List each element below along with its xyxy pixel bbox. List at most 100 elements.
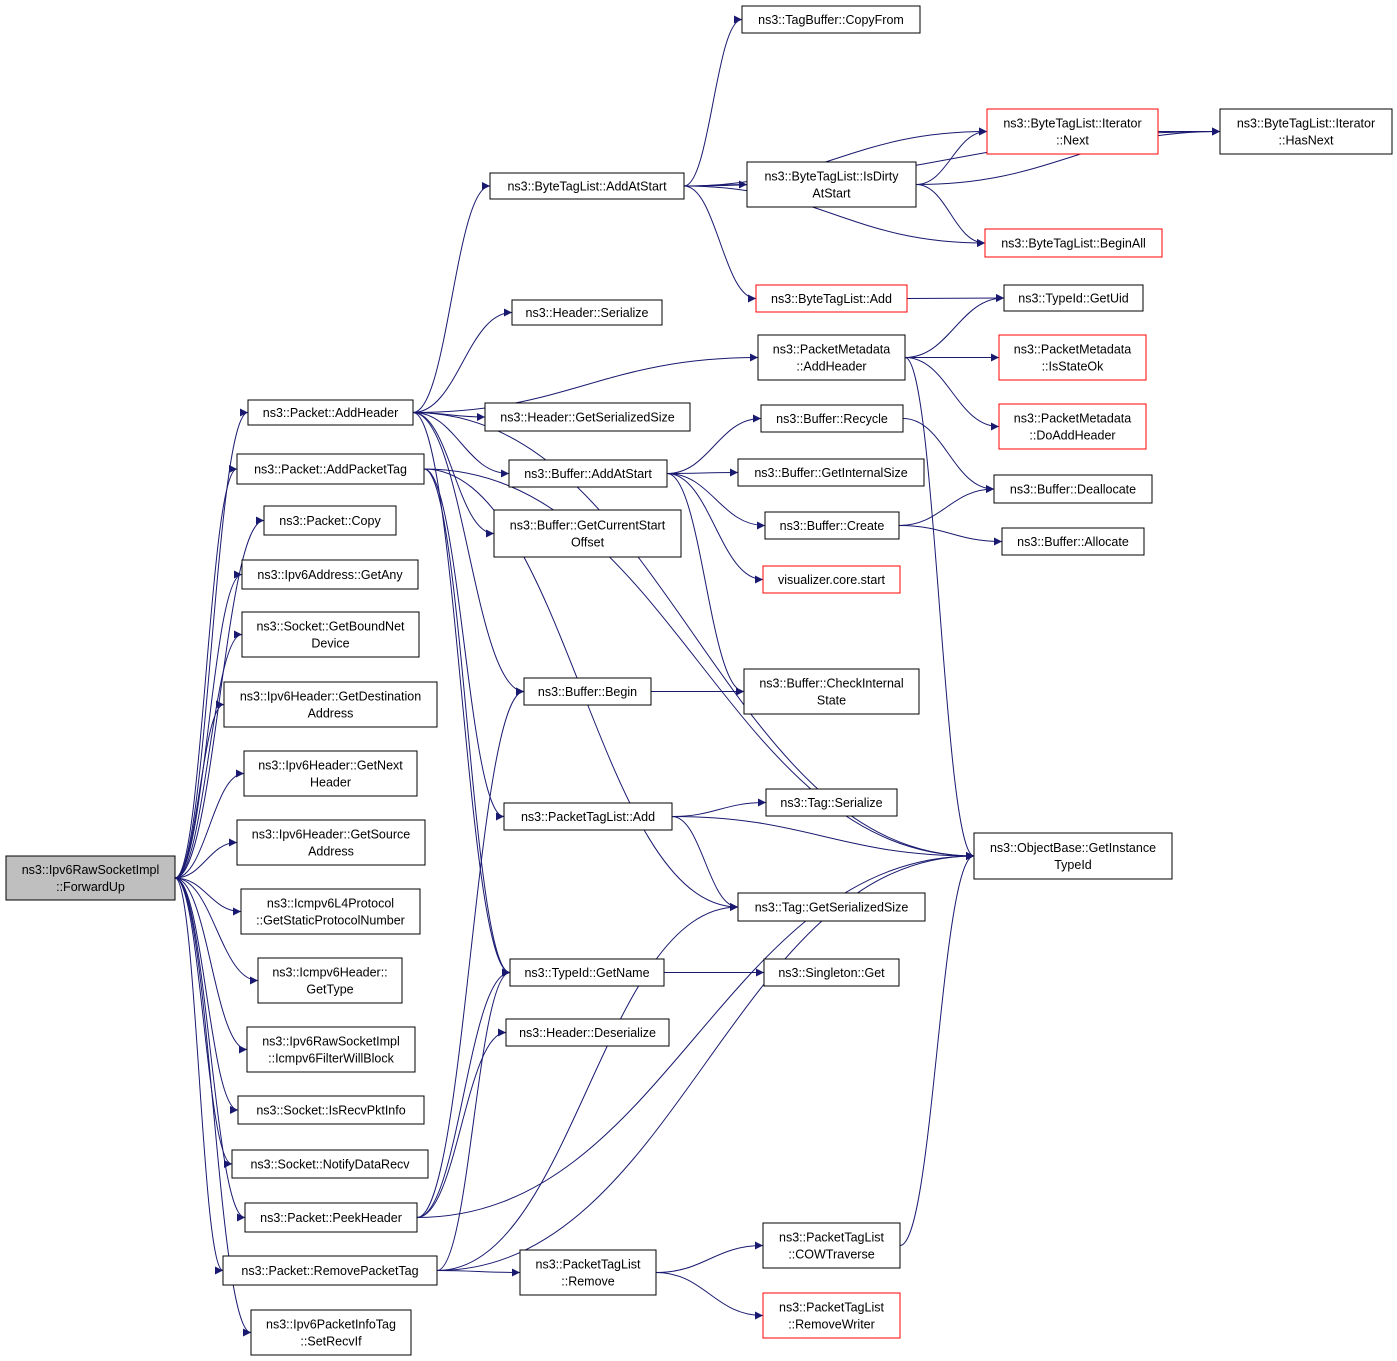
node-notify[interactable]: ns3::Socket::NotifyDataRecv [231, 1149, 429, 1179]
node-singleton_get[interactable]: ns3::Singleton::Get [763, 958, 900, 987]
node-buf_create-label-0: ns3::Buffer::Create [780, 519, 885, 533]
node-pm_isstateok[interactable]: ns3::PacketMetadata::IsStateOk [998, 334, 1147, 381]
edge-pm_addheader-to-ob_getinst [904, 357, 975, 860]
node-gettype[interactable]: ns3::Icmpv6Header::GetType [257, 957, 403, 1004]
node-buf_recycle[interactable]: ns3::Buffer::Recycle [760, 404, 904, 433]
edge-btl_addatstart-to-btl_it_next [683, 127, 988, 187]
node-btl_beginall[interactable]: ns3::ByteTagList::BeginAll [984, 228, 1163, 258]
node-buf_alloc-label-0: ns3::Buffer::Allocate [1017, 535, 1129, 549]
node-addpackettag[interactable]: ns3::Packet::AddPacketTag [236, 453, 425, 485]
node-tb_copyfrom[interactable]: ns3::TagBuffer::CopyFrom [741, 5, 921, 34]
node-ptl_removewriter-label-0: ns3::PacketTagList [779, 1301, 884, 1315]
edge-addheader-to-btl_addatstart [412, 182, 491, 413]
node-peekheader-label-0: ns3::Packet::PeekHeader [260, 1211, 402, 1225]
node-ptl_removewriter[interactable]: ns3::PacketTagList::RemoveWriter [762, 1292, 901, 1339]
node-hdr_getsersize-label-0: ns3::Header::GetSerializedSize [500, 411, 674, 425]
node-btl_isdirty-label-1: AtStart [812, 187, 851, 201]
node-ptl_cow[interactable]: ns3::PacketTagList::COWTraverse [762, 1222, 901, 1269]
node-peekheader[interactable]: ns3::Packet::PeekHeader [244, 1202, 418, 1233]
node-ptl_add[interactable]: ns3::PacketTagList::Add [503, 802, 673, 831]
node-typeid_getname[interactable]: ns3::TypeId::GetName [509, 958, 665, 987]
node-buf_begin[interactable]: ns3::Buffer::Begin [523, 677, 652, 706]
node-root[interactable]: ns3::Ipv6RawSocketImpl::ForwardUp [5, 855, 176, 901]
node-btl_it_hasnext[interactable]: ns3::ByteTagList::Iterator::HasNext [1219, 108, 1393, 155]
edge-ptl_remove-to-ptl_cow [655, 1241, 764, 1273]
node-typeid_getuid-label-0: ns3::TypeId::GetUid [1018, 292, 1129, 306]
edge-btl_isdirty-to-btl_it_hasnext [915, 127, 1221, 185]
node-buf_getinternal-label-0: ns3::Buffer::GetInternalSize [754, 466, 907, 480]
edge-btl_addatstart-to-btl_add [683, 185, 757, 303]
node-root-label-1: ::ForwardUp [56, 880, 125, 894]
node-buf_getinternal[interactable]: ns3::Buffer::GetInternalSize [737, 458, 925, 487]
edge-addheader-to-ob_getinst [412, 412, 975, 860]
edge-root-to-getdest [174, 700, 225, 879]
node-pm_doaddheader-label-0: ns3::PacketMetadata [1014, 412, 1131, 426]
node-buf_addatstart[interactable]: ns3::Buffer::AddAtStart [508, 459, 668, 488]
node-hdr_deserialize-label-0: ns3::Header::Deserialize [519, 1026, 656, 1040]
edge-root-to-getboundnet [174, 630, 243, 879]
edge-root-to-copy [174, 516, 265, 879]
node-typeid_getuid[interactable]: ns3::TypeId::GetUid [1003, 284, 1144, 312]
node-setrecvif[interactable]: ns3::Ipv6PacketInfoTag::SetRecvIf [250, 1309, 412, 1356]
edge-addpackettag-to-ob_getinst [423, 468, 975, 860]
node-getstatic-label-0: ns3::Icmpv6L4Protocol [267, 897, 394, 911]
node-viz_start[interactable]: visualizer.core.start [762, 565, 901, 594]
node-btl_add[interactable]: ns3::ByteTagList::Add [755, 284, 908, 313]
edge-addheader-to-buf_addatstart [412, 412, 510, 478]
edge-ptl_add-to-tag_serialize [671, 798, 767, 817]
node-copy[interactable]: ns3::Packet::Copy [263, 505, 397, 536]
node-icmpfilter[interactable]: ns3::Ipv6RawSocketImpl::Icmpv6FilterWill… [246, 1026, 416, 1073]
node-removepackettag[interactable]: ns3::Packet::RemovePacketTag [222, 1255, 438, 1286]
edge-buf_addatstart-to-buf_recycle [666, 414, 762, 474]
node-btl_it_next[interactable]: ns3::ByteTagList::Iterator::Next [986, 108, 1159, 155]
node-removepackettag-label-0: ns3::Packet::RemovePacketTag [241, 1264, 418, 1278]
node-ptl_add-label-0: ns3::PacketTagList::Add [521, 810, 655, 824]
node-pm_doaddheader[interactable]: ns3::PacketMetadata::DoAddHeader [998, 403, 1147, 450]
node-pm_addheader-label-1: ::AddHeader [796, 360, 866, 374]
node-getnext-label-0: ns3::Ipv6Header::GetNext [258, 759, 403, 773]
edge-removepackettag-to-ob_getinst [436, 852, 975, 1271]
node-getsource-label-1: Address [308, 845, 354, 859]
node-buf_dealloc[interactable]: ns3::Buffer::Deallocate [993, 474, 1153, 504]
node-btl_beginall-label-0: ns3::ByteTagList::BeginAll [1001, 237, 1146, 251]
edge-root-to-setrecvif [174, 877, 252, 1337]
node-getany-label-0: ns3::Ipv6Address::GetAny [257, 568, 403, 582]
node-isrecv[interactable]: ns3::Socket::IsRecvPktInfo [237, 1095, 425, 1125]
node-ptl_remove-label-0: ns3::PacketTagList [536, 1258, 641, 1272]
node-tag_getsersize[interactable]: ns3::Tag::GetSerializedSize [737, 892, 926, 922]
edge-root-to-addheader [174, 408, 249, 879]
node-getboundnet-label-0: ns3::Socket::GetBoundNet [256, 620, 405, 634]
node-getany[interactable]: ns3::Ipv6Address::GetAny [241, 559, 419, 590]
node-addheader[interactable]: ns3::Packet::AddHeader [247, 399, 414, 426]
node-buf_alloc[interactable]: ns3::Buffer::Allocate [1001, 527, 1145, 556]
node-notify-label-0: ns3::Socket::NotifyDataRecv [250, 1158, 410, 1172]
node-ptl_remove[interactable]: ns3::PacketTagList::Remove [519, 1249, 657, 1296]
node-pm_addheader[interactable]: ns3::PacketMetadata::AddHeader [757, 334, 906, 381]
node-ptl_removewriter-label-1: ::RemoveWriter [788, 1318, 875, 1332]
node-addheader-label-0: ns3::Packet::AddHeader [263, 406, 399, 420]
node-btl_it_hasnext-label-1: ::HasNext [1279, 134, 1334, 148]
edge-peekheader-to-typeid_getname [416, 968, 511, 1218]
node-hdr_serialize[interactable]: ns3::Header::Serialize [511, 299, 663, 326]
node-gettype-label-1: GetType [306, 983, 353, 997]
edge-root-to-addpackettag [174, 465, 238, 879]
node-typeid_getname-label-0: ns3::TypeId::GetName [524, 966, 649, 980]
node-buf_create[interactable]: ns3::Buffer::Create [764, 511, 900, 540]
node-hdr_getsersize[interactable]: ns3::Header::GetSerializedSize [484, 402, 691, 432]
node-getstatic[interactable]: ns3::Icmpv6L4Protocol::GetStaticProtocol… [240, 888, 421, 935]
node-hdr_deserialize[interactable]: ns3::Header::Deserialize [505, 1018, 670, 1047]
edge-peekheader-to-hdr_deserialize [416, 1028, 507, 1218]
edge-ptl_remove-to-ptl_removewriter [655, 1272, 764, 1320]
node-btl_add-label-0: ns3::ByteTagList::Add [771, 292, 892, 306]
node-tag_serialize[interactable]: ns3::Tag::Serialize [765, 788, 898, 817]
node-btl_addatstart[interactable]: ns3::ByteTagList::AddAtStart [489, 172, 685, 200]
node-buf_addatstart-label-0: ns3::Buffer::AddAtStart [524, 467, 652, 481]
